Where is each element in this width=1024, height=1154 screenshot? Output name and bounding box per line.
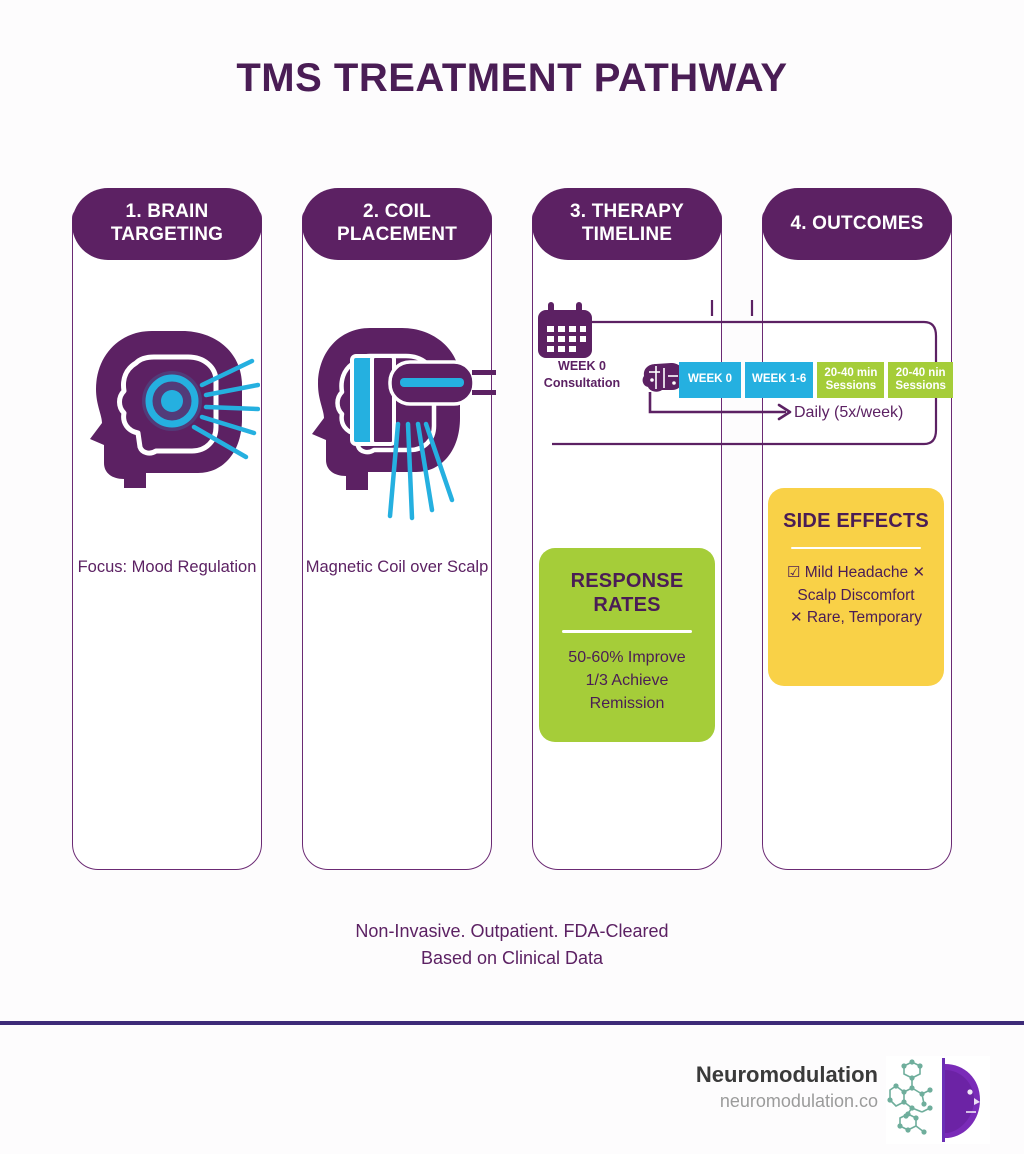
timeline-chip[interactable]: WEEK 1-6 bbox=[745, 362, 814, 398]
column-caption-2: Magnetic Coil over Scalp bbox=[302, 556, 492, 578]
side-effect-item: ✕ Rare, Temporary bbox=[778, 607, 934, 629]
footer-divider bbox=[0, 1021, 1024, 1025]
brand-name: Neuromodulation bbox=[695, 1062, 878, 1087]
chip-label: 20-40 min bbox=[824, 366, 878, 379]
response-body-line2: 1/3 Achieve bbox=[585, 671, 669, 689]
response-body-line3: Remission bbox=[589, 695, 665, 713]
timeline-frame bbox=[538, 300, 938, 446]
response-rates-card: RESPONSE RATES 50-60% Improve 1/3 Achiev… bbox=[539, 548, 715, 742]
response-rates-title: RESPONSE RATES bbox=[551, 570, 703, 617]
footnote: Non-Invasive. Outpatient. FDA-Cleared Ba… bbox=[0, 918, 1024, 972]
chip-sublabel: Sessions bbox=[895, 380, 946, 392]
page-title: TMS TREATMENT PATHWAY bbox=[236, 56, 788, 100]
timeline-chips: WEEK 0 WEEK 1-6 20-40 min Sessions 20-40… bbox=[679, 362, 953, 398]
side-effect-text: Rare, Temporary bbox=[806, 609, 923, 627]
column-coil-placement: 2. COIL PLACEMENT Magnetic Coil over bbox=[302, 188, 496, 870]
side-effects-title: SIDE EFFECTS bbox=[783, 510, 929, 532]
calendar-icon bbox=[538, 302, 592, 358]
timeline-chip[interactable]: 20-40 min Sessions bbox=[817, 362, 885, 398]
x-icon: ✕ bbox=[912, 564, 926, 582]
head-brain-target-icon bbox=[90, 331, 260, 488]
footnote-line2: Based on Clinical Data bbox=[420, 948, 604, 968]
timeline-chip[interactable]: WEEK 0 bbox=[679, 362, 741, 398]
timeline-frequency-label: Daily (5x/week) bbox=[794, 404, 904, 421]
timeline-chip[interactable]: 20-40 nin Sessions bbox=[888, 362, 953, 398]
divider-rule bbox=[562, 630, 692, 633]
caption-text-2: Magnetic Coil over Scalp bbox=[305, 558, 489, 576]
side-effects-list: ☑ Mild Headache ✕ Scalp Discomfort ✕ Rar… bbox=[778, 562, 934, 629]
side-effect-text: Mild Headache bbox=[804, 564, 909, 582]
chip-label: WEEK 1-6 bbox=[752, 373, 807, 386]
chip-label: WEEK 0 bbox=[687, 373, 733, 386]
chip-label: 20-40 nin bbox=[895, 366, 946, 379]
chip-sublabel: Sessions bbox=[825, 380, 877, 392]
neuromodulation-logo-icon bbox=[886, 1056, 990, 1144]
head-coil-device-icon bbox=[312, 328, 496, 521]
divider-rule bbox=[791, 546, 921, 550]
column-body bbox=[72, 208, 262, 870]
side-effect-text: Scalp Discomfort bbox=[797, 586, 915, 604]
column-heading-3: 3. THERAPY TIMELINE bbox=[532, 188, 722, 260]
response-title-line1: RESPONSE bbox=[570, 570, 684, 592]
column-therapy-timeline: 3. THERAPY TIMELINE bbox=[532, 188, 722, 870]
column-body bbox=[302, 208, 492, 870]
calendar-label-line1: WEEK 0 bbox=[558, 359, 606, 373]
footnote-line1: Non-Invasive. Outpatient. FDA-Cleared bbox=[355, 921, 669, 941]
column-heading-4: 4. OUTCOMES bbox=[762, 188, 952, 260]
side-effect-item: Scalp Discomfort bbox=[778, 585, 934, 607]
brand-footer: Neuromodulation neuromodulation.co bbox=[690, 1056, 1000, 1146]
caption-text-1: Focus: Mood Regulation bbox=[77, 558, 257, 576]
response-body-line1: 50-60% Improve bbox=[568, 648, 686, 666]
x-icon: ✕ bbox=[789, 609, 803, 627]
response-rates-body: 50-60% Improve 1/3 Achieve Remission bbox=[551, 646, 703, 716]
side-effect-item: ☑ Mild Headache ✕ bbox=[778, 562, 934, 584]
therapy-timeline bbox=[532, 300, 952, 460]
brain-icon bbox=[642, 363, 683, 392]
column-brain-targeting: 1. BRAIN TARGETING Focus: Mood Regulatio… bbox=[72, 188, 262, 870]
side-effects-card: SIDE EFFECTS ☑ Mild Headache ✕ Scalp Dis… bbox=[768, 488, 944, 686]
check-icon: ☑ bbox=[786, 564, 801, 582]
calendar-label-line2: Consultation bbox=[543, 375, 621, 390]
column-caption-1: Focus: Mood Regulation bbox=[72, 556, 262, 578]
column-heading-2: 2. COIL PLACEMENT bbox=[302, 188, 492, 260]
response-title-line2: RATES bbox=[593, 593, 661, 616]
calendar-label: WEEK 0 Consultation bbox=[532, 358, 632, 392]
brand-url[interactable]: neuromodulation.co bbox=[719, 1091, 878, 1111]
column-heading-1: 1. BRAIN TARGETING bbox=[72, 188, 262, 260]
